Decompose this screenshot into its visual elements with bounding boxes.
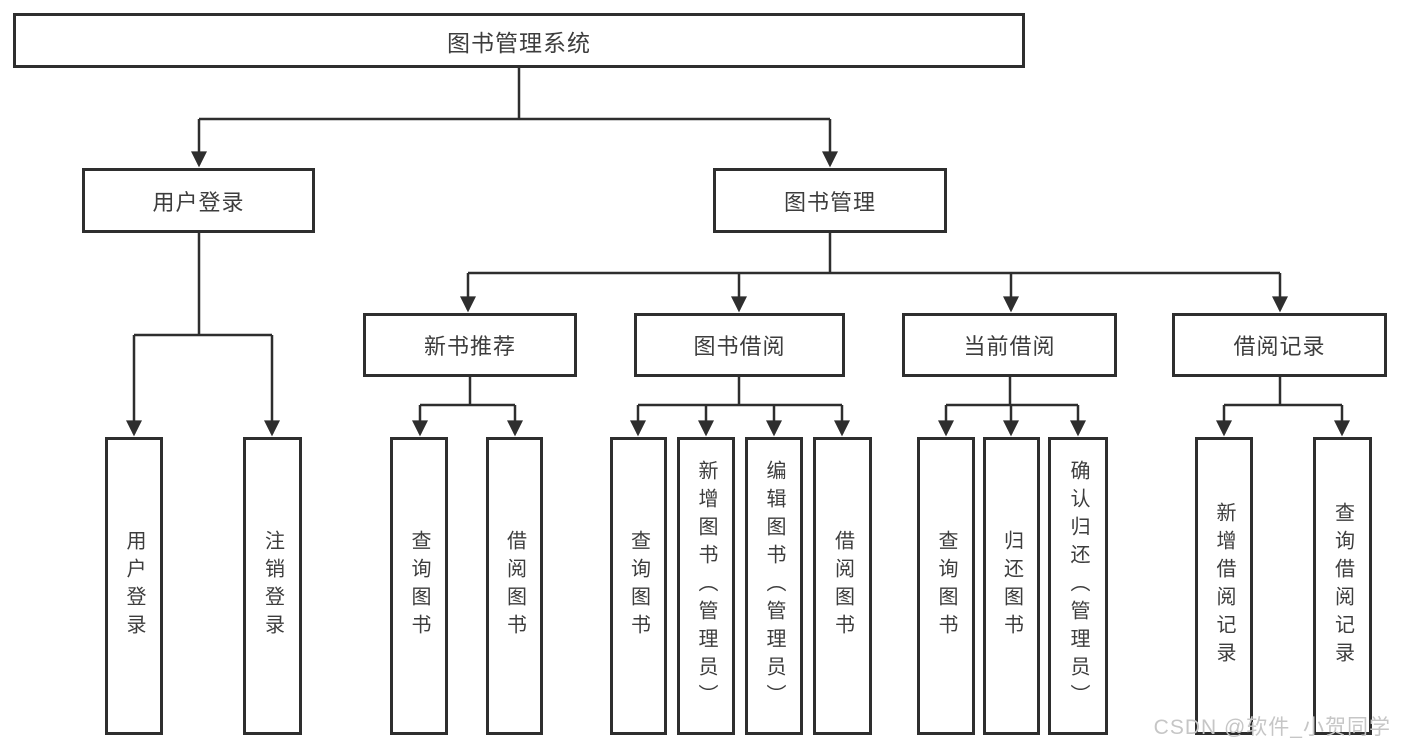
node-new-book-recommend-label: 新书推荐: [423, 334, 516, 359]
node-book-management: 图书管理: [713, 168, 947, 233]
node-borrowing-records: 借阅记录: [1172, 313, 1387, 377]
node-leaf-logout-label: 注销登录: [261, 530, 284, 642]
node-bb-add-books-admin-label: 新增图书（管理员）: [695, 460, 717, 712]
node-cb-confirm-return-admin: 确认归还（管理员）: [1048, 437, 1108, 735]
node-bb-edit-books-admin: 编辑图书（管理员）: [745, 437, 803, 735]
node-nbr-query-books-label: 查询图书: [408, 530, 430, 642]
node-leaf-user-login: 用户登录: [105, 437, 163, 735]
node-current-borrowing: 当前借阅: [902, 313, 1117, 377]
node-nbr-borrow-books: 借阅图书: [486, 437, 543, 735]
node-nbr-borrow-books-label: 借阅图书: [503, 530, 526, 642]
node-book-borrowing: 图书借阅: [634, 313, 845, 377]
node-bb-add-books-admin: 新增图书（管理员）: [677, 437, 735, 735]
node-root: 图书管理系统: [13, 13, 1025, 68]
node-borrowing-records-label: 借阅记录: [1233, 334, 1326, 359]
node-cb-return-books-label: 归还图书: [1000, 530, 1023, 642]
node-book-management-label: 图书管理: [783, 189, 876, 215]
node-bb-query-books-label: 查询图书: [627, 530, 650, 642]
node-br-add-record: 新增借阅记录: [1195, 437, 1253, 735]
node-cb-return-books: 归还图书: [983, 437, 1040, 735]
node-current-borrowing-label: 当前借阅: [963, 334, 1056, 359]
node-cb-query-books-label: 查询图书: [935, 530, 957, 642]
node-root-label: 图书管理系统: [447, 29, 591, 56]
node-bb-borrow-books-label: 借阅图书: [831, 530, 854, 642]
node-cb-query-books: 查询图书: [917, 437, 975, 735]
node-leaf-logout: 注销登录: [243, 437, 302, 735]
node-br-query-record: 查询借阅记录: [1313, 437, 1372, 735]
node-user-login-label: 用户登录: [152, 189, 245, 215]
node-leaf-user-login-label: 用户登录: [123, 530, 145, 642]
watermark: CSDN @软件_小贺同学: [1153, 716, 1391, 739]
node-br-add-record-label: 新增借阅记录: [1213, 502, 1235, 670]
node-book-borrowing-label: 图书借阅: [693, 334, 786, 359]
node-br-query-record-label: 查询借阅记录: [1331, 502, 1354, 670]
node-cb-confirm-return-admin-label: 确认归还（管理员）: [1067, 460, 1089, 712]
node-bb-query-books: 查询图书: [610, 437, 667, 735]
node-bb-edit-books-admin-label: 编辑图书（管理员）: [763, 460, 785, 712]
node-nbr-query-books: 查询图书: [390, 437, 448, 735]
node-new-book-recommend: 新书推荐: [363, 313, 577, 377]
node-bb-borrow-books: 借阅图书: [813, 437, 872, 735]
node-user-login: 用户登录: [82, 168, 315, 233]
